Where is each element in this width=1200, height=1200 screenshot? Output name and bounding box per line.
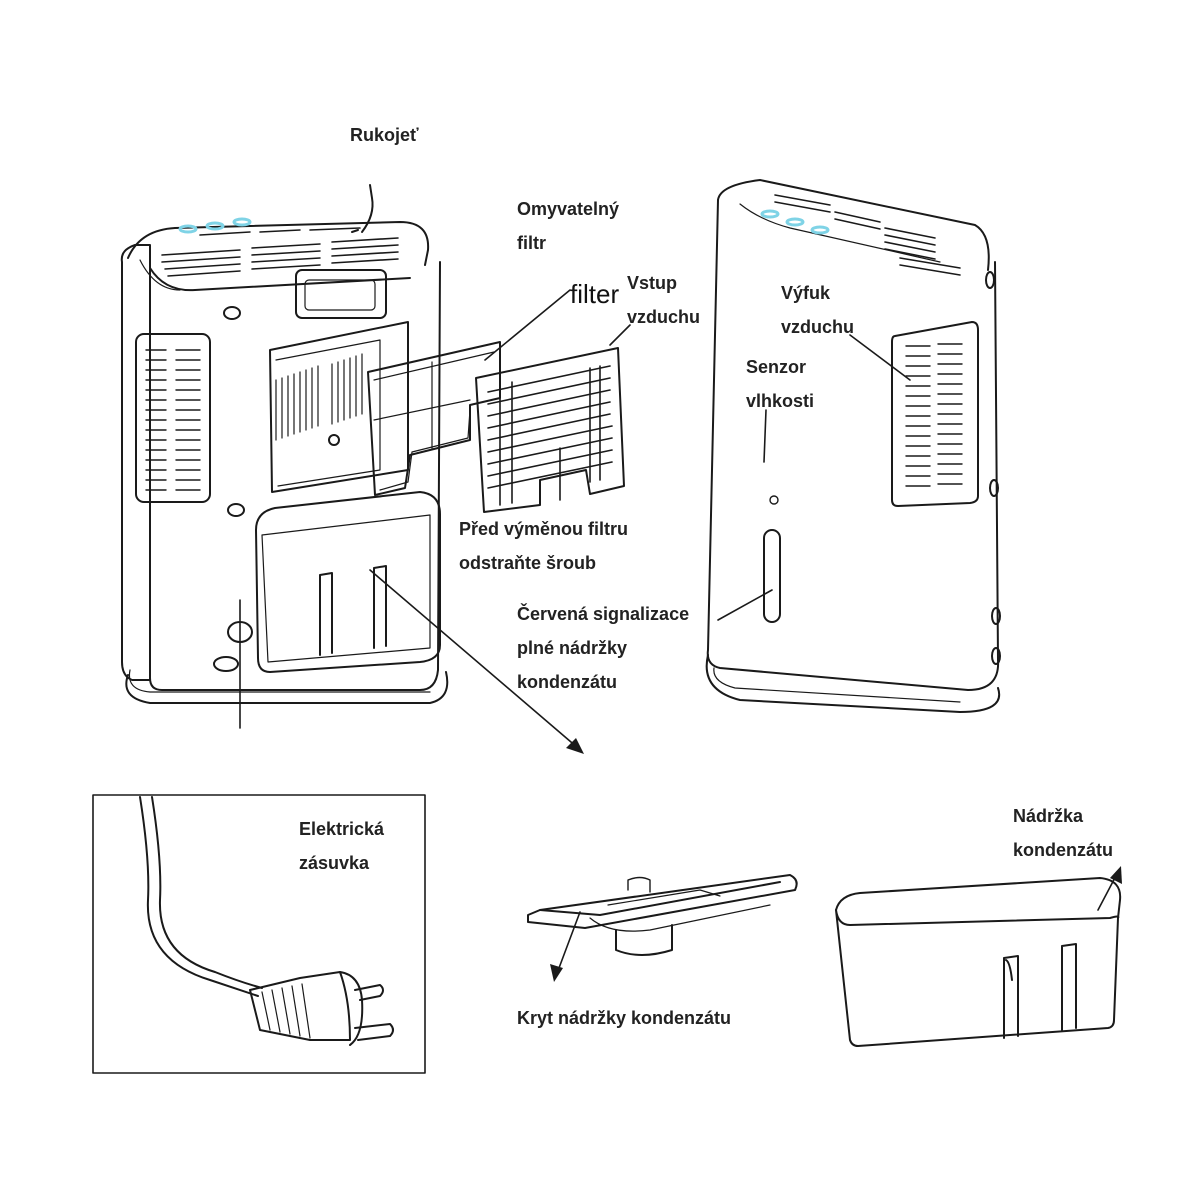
condensate-tank-illustration — [835, 877, 1122, 1047]
power-plug-icon — [92, 794, 426, 1074]
label-power-socket: Elektrická zásuvka — [299, 819, 385, 873]
label-filter-word: filter — [570, 279, 620, 309]
label-remove-screw: Před výměnou filtru odstraňte šroub — [459, 519, 629, 573]
label-air-outlet: Výfuk vzduchu — [781, 283, 855, 337]
label-red-indicator: Červená signalizace plné nádržky kondenz… — [517, 604, 690, 692]
label-handle: Rukojeť — [350, 125, 419, 145]
label-washable-filter: Omyvatelný filtr — [517, 199, 620, 253]
back-unit-illustration — [120, 184, 449, 729]
label-tank-cover: Kryt nádržky kondenzátu — [517, 1008, 732, 1028]
washable-filter-illustration — [367, 341, 501, 496]
inlet-grille-illustration — [475, 347, 625, 513]
label-humidity-sensor: Senzor vlhkosti — [746, 357, 815, 411]
front-unit-illustration — [705, 179, 1001, 713]
tank-cover-illustration — [527, 874, 798, 956]
label-air-inlet: Vstup vzduchu — [627, 273, 701, 327]
label-condensate-tank: Nádržka kondenzátu — [1013, 806, 1114, 860]
leader-lines — [369, 289, 1122, 982]
